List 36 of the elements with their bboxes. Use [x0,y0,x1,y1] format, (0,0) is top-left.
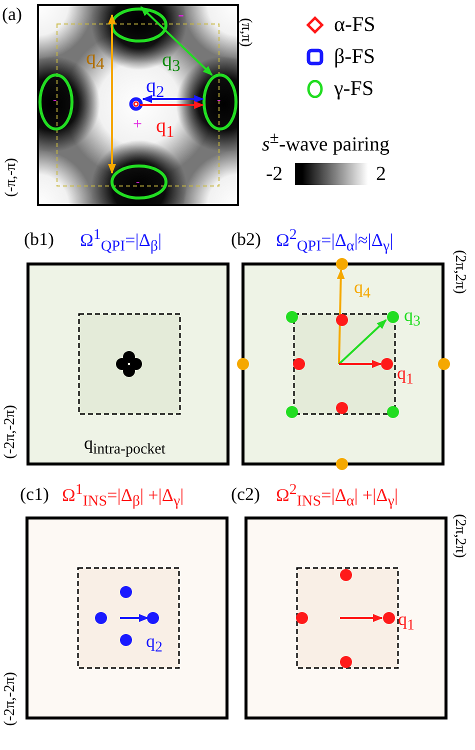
energy-formula: Ω$^{2}$$_{INS}$=|Δ$_{α}$| +|Δ$_{γ}$| [276,483,398,510]
vector-label: q$_{4}$ [86,48,104,73]
panel-label: (b2) [231,230,261,248]
vector-label: q$_{1}$ [156,116,174,141]
corner-coordinate: (2π,2π) [452,250,467,294]
vector-label: q$_{1}$ [397,364,414,388]
corner-coordinate: (-2π,-2π) [3,405,18,459]
sign-label: - [53,95,57,106]
vector-label: q$_{3}$ [404,306,420,330]
legend-label: γ-FS [334,76,374,101]
vector-label: q$_{4}$ [354,278,370,302]
colorbar-title: s$^{±}$-wave pairing [262,130,390,155]
legend-label: β-FS [334,44,376,69]
sign-label: - [178,5,184,23]
sign-label: + [133,117,142,133]
colorbar-tick: -2 [266,164,283,184]
corner-coordinate: (-2π,-2π) [3,672,18,726]
sign-label: - [217,95,221,106]
legend-label: α-FS [334,12,376,37]
sign-label: - [136,177,140,188]
vector-label: q$_{1}$ [398,610,414,634]
vector-label: q$_{2}$ [146,632,162,656]
vector-label: q$_{intra-pocket}$ [84,434,166,458]
panel-label: (c1) [20,485,49,503]
corner-coordinate: (-π,-π) [4,158,19,197]
corner-coordinate: (π,π) [238,18,253,47]
energy-formula: Ω$^{2}$$_{QPI}$=|Δ$_{α}$|≈|Δ$_{γ}$| [276,228,394,255]
energy-formula: Ω$^{1}$$_{INS}$=|Δ$_{β}$| +|Δ$_{γ}$| [62,483,184,510]
panel-label: (b1) [24,230,54,248]
vector-label: q$_{3}$ [162,50,180,75]
panel-label: (a) [2,5,22,23]
corner-coordinate: (2π,2π) [452,514,467,558]
vector-label: q$_{2}$ [146,76,164,101]
panel-label: (c2) [231,485,260,503]
energy-formula: Ω$^{1}$$_{QPI}$=|Δ$_{β}$| [80,228,162,255]
colorbar-tick: 2 [376,164,386,184]
